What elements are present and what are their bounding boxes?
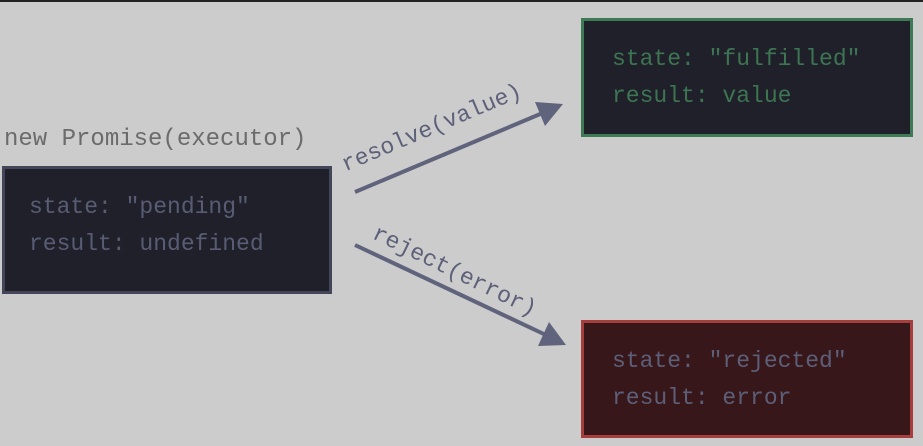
top-border xyxy=(0,0,923,2)
pending-state: state: "pending" xyxy=(29,194,250,220)
pending-result: result: undefined xyxy=(29,231,264,257)
constructor-label: new Promise(executor) xyxy=(4,126,307,153)
pending-state-box: state: "pending" result: undefined xyxy=(2,166,332,294)
resolve-arrow xyxy=(354,102,563,194)
fulfilled-result: result: value xyxy=(612,83,792,109)
rejected-state-box: state: "rejected" result: error xyxy=(581,320,913,438)
fulfilled-state-box: state: "fulfilled" result: value xyxy=(581,18,913,137)
reject-arrow xyxy=(354,243,566,346)
fulfilled-state: state: "fulfilled" xyxy=(612,46,861,72)
rejected-state: state: "rejected" xyxy=(612,348,847,374)
rejected-result: result: error xyxy=(612,385,792,411)
